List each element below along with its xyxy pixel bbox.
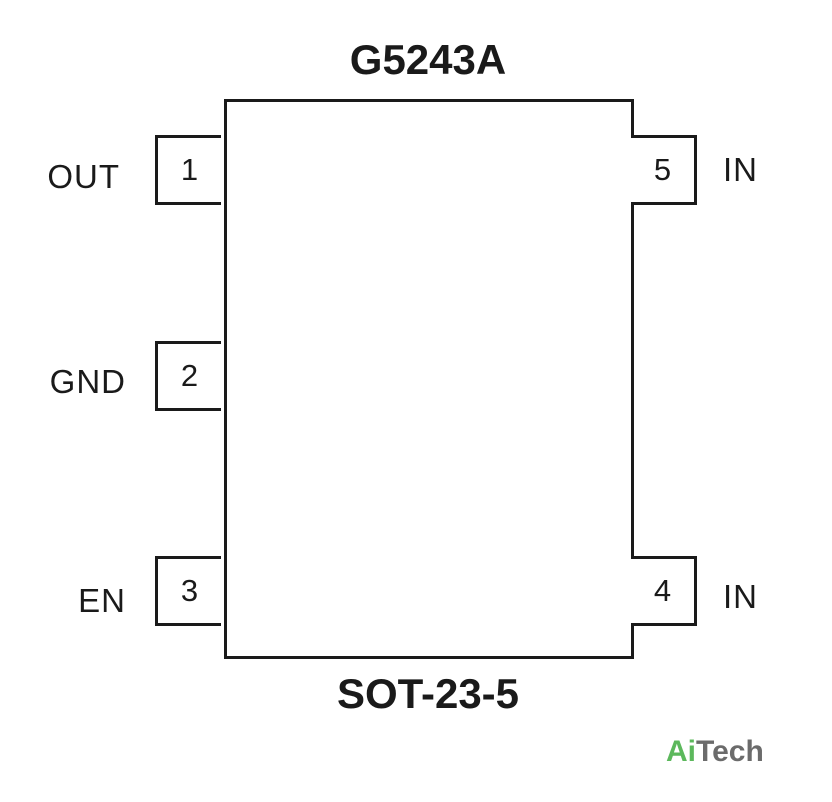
pin-1-name: OUT — [47, 158, 120, 195]
pin-5-number: 5 — [653, 152, 672, 187]
pin-4-box: 4 — [631, 556, 697, 626]
pin-3-number: 3 — [180, 573, 199, 608]
package-label: SOT-23-5 — [336, 670, 520, 717]
aitech-watermark: AiTech — [666, 732, 764, 772]
watermark-tech: Tech — [696, 735, 764, 768]
pin-3-name: EN — [78, 582, 126, 619]
pin-1-box: 1 — [155, 135, 221, 205]
chip-body — [224, 99, 634, 659]
pin-1-number: 1 — [180, 152, 199, 187]
chip-title: G5243A — [349, 36, 507, 83]
pin-2-number: 2 — [180, 358, 199, 393]
pin-4-number: 4 — [653, 573, 672, 608]
pin-3-box: 3 — [155, 556, 221, 626]
pin-5-box: 5 — [631, 135, 697, 205]
pin-2-box: 2 — [155, 341, 221, 411]
pin-4-name: IN — [723, 578, 758, 615]
pin-5-name: IN — [723, 151, 758, 188]
watermark-ai: Ai — [666, 735, 696, 768]
pin-2-name: GND — [49, 363, 126, 400]
